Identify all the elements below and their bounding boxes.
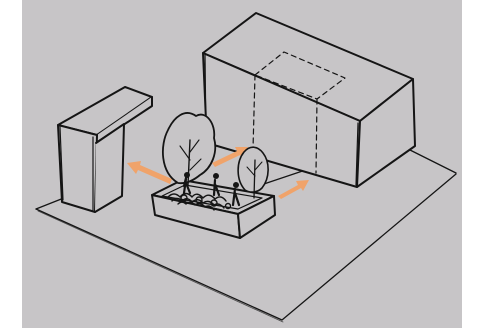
sketch-diagram bbox=[0, 0, 484, 328]
